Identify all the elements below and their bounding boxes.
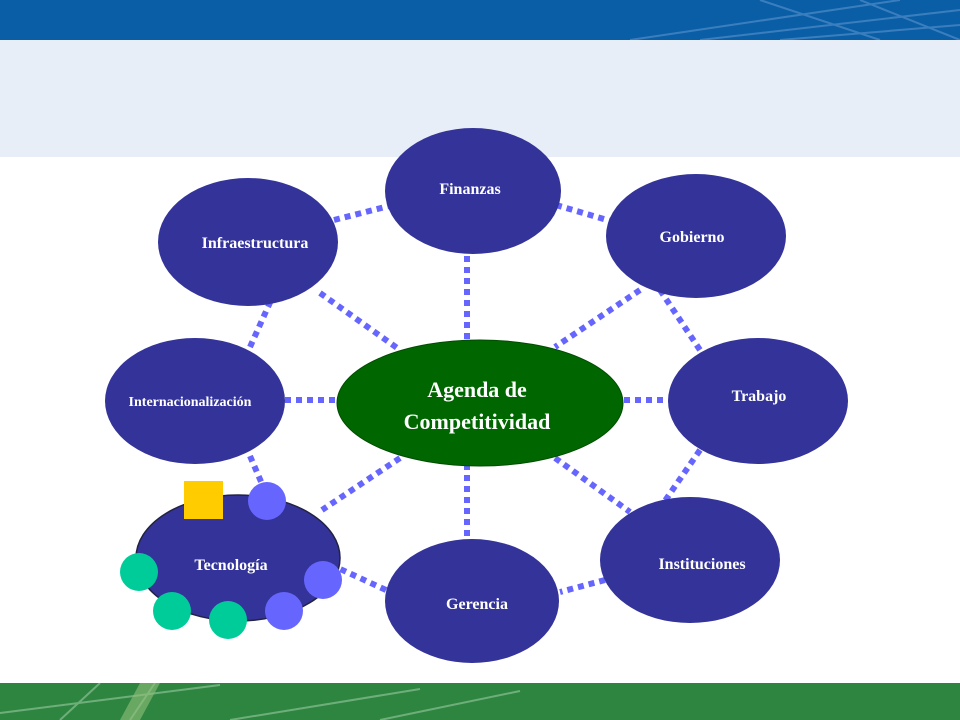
connector-trabajo-instituciones bbox=[657, 448, 703, 510]
accent-circle bbox=[304, 561, 342, 599]
node-finanzas-label: Finanzas bbox=[439, 181, 500, 198]
accent-circle bbox=[248, 482, 286, 520]
node-instituciones: Instituciones bbox=[600, 497, 780, 623]
node-gerencia: Gerencia bbox=[385, 539, 559, 663]
connector-center-tecnologia bbox=[320, 455, 402, 513]
connector-finanzas-gobierno bbox=[555, 202, 615, 225]
connector-instituciones-gerencia bbox=[559, 577, 606, 595]
node-trabajo-label: Trabajo bbox=[732, 388, 787, 405]
node-instituciones-label: Instituciones bbox=[658, 556, 745, 573]
accent-square bbox=[184, 481, 223, 519]
header-band bbox=[0, 0, 960, 40]
connector-internacionalizacion-tecnologia bbox=[247, 454, 265, 486]
node-tecnologia-label: Tecnología bbox=[194, 557, 267, 574]
footer-decoration bbox=[0, 683, 521, 720]
node-finanzas: Finanzas bbox=[385, 128, 561, 254]
accent-circle bbox=[209, 601, 247, 639]
connector-center-instituciones bbox=[553, 455, 632, 515]
center-node: Agenda de Competitividad bbox=[336, 339, 624, 467]
footer-band bbox=[0, 683, 960, 720]
node-internacionalizacion: Internacionalización bbox=[105, 338, 285, 464]
connector-gerencia-tecnologia bbox=[336, 565, 388, 593]
header-decoration bbox=[629, 0, 960, 40]
connector-center-gobierno bbox=[553, 287, 642, 350]
node-internacionalizacion-label: Internacionalización bbox=[129, 395, 252, 410]
connector-internacionalizacion-infraestructura bbox=[247, 296, 275, 349]
connectors bbox=[247, 202, 703, 595]
center-label-line1: Agenda de bbox=[427, 377, 527, 402]
accent-circle bbox=[153, 592, 191, 630]
connector-gobierno-trabajo bbox=[657, 288, 703, 352]
node-trabajo: Trabajo bbox=[668, 338, 848, 464]
connector-infraestructura-finanzas bbox=[333, 202, 394, 223]
node-tecnologia: Tecnología bbox=[120, 481, 342, 639]
node-gerencia-label: Gerencia bbox=[446, 596, 508, 613]
node-infraestructura: Infraestructura bbox=[158, 178, 338, 306]
node-gobierno-label: Gobierno bbox=[660, 229, 725, 246]
accent-circle bbox=[120, 553, 158, 591]
node-infraestructura-label: Infraestructura bbox=[202, 235, 309, 252]
connector-center-infraestructura bbox=[318, 290, 402, 353]
node-gobierno: Gobierno bbox=[606, 174, 786, 298]
center-label-line2: Competitividad bbox=[404, 409, 551, 434]
accent-circle bbox=[265, 592, 303, 630]
